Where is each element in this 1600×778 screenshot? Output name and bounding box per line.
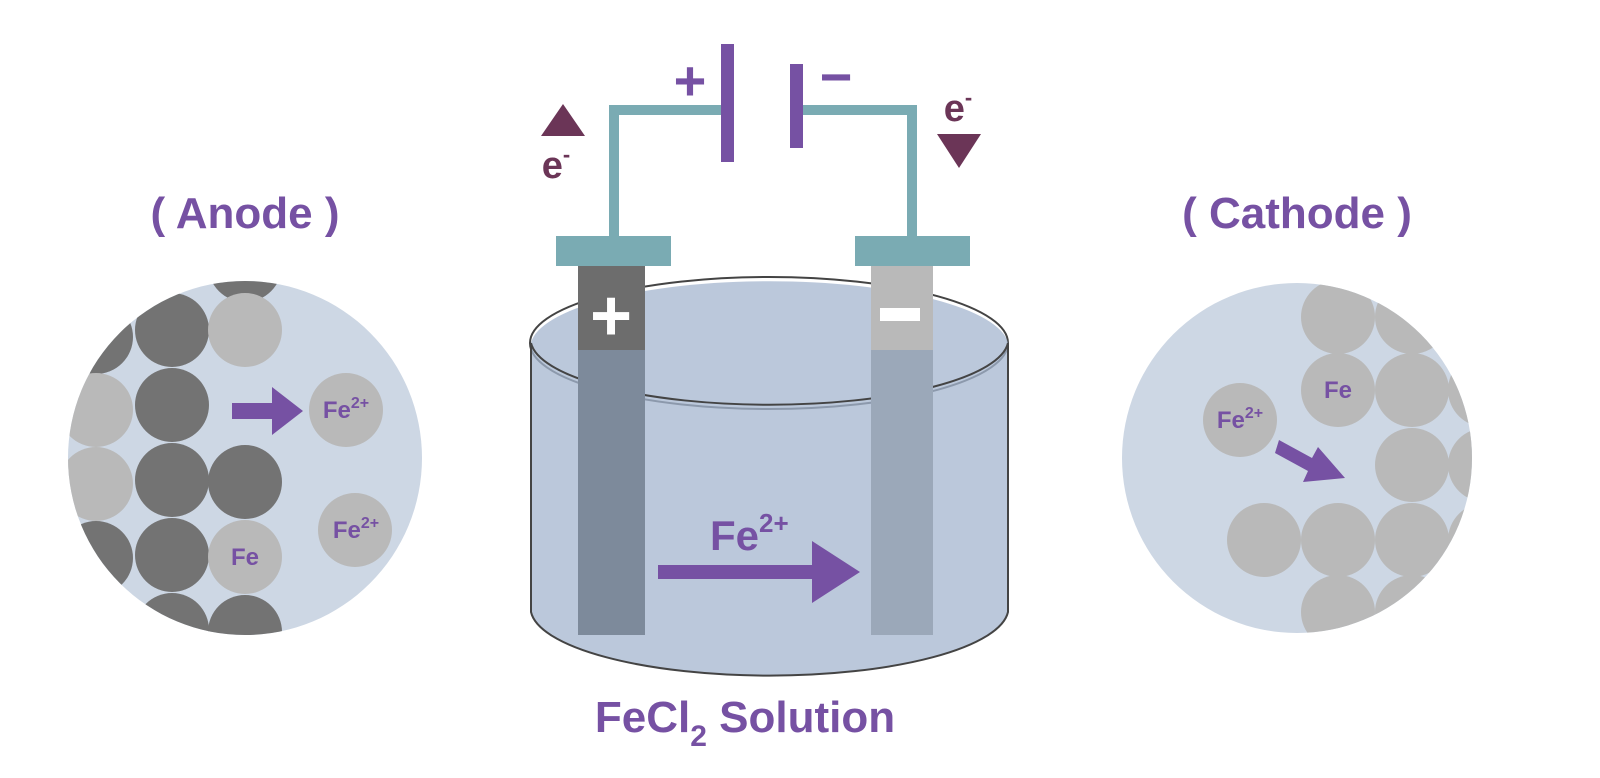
- battery-positive-plate: [721, 44, 734, 162]
- external-circuit-wire: [609, 105, 917, 238]
- cathode-zoom-view: Fe2+ Fe: [1122, 283, 1472, 633]
- cathode-electrode-top: [871, 265, 933, 350]
- cathode-electrode: [871, 350, 933, 635]
- cathode-electrode-sign-bar: [880, 308, 920, 321]
- anode-fe-ion-2-label: Fe2+: [333, 515, 379, 544]
- ion-migration-arrow: [658, 541, 860, 603]
- battery-negative-plate: [790, 64, 803, 148]
- cathode-fe-atom: [1301, 353, 1375, 427]
- anode-zoom-view: Fe2+ Fe2+ Fe: [68, 281, 422, 635]
- solution-ion-label: Fe2+: [710, 508, 789, 559]
- cathode-deposition-arrow: [1275, 440, 1345, 482]
- anode-fe-ion-1: [309, 373, 383, 447]
- cathode-fe-ion-label: Fe2+: [1217, 405, 1263, 434]
- battery-negative-sign: −: [820, 45, 853, 108]
- electron-flow-right: e-: [937, 85, 981, 168]
- electron-right-label: e-: [944, 85, 972, 130]
- anode-electrode-sign: +: [590, 276, 632, 356]
- anode-electrode-top: [578, 265, 645, 350]
- anode-fe-atom: [208, 520, 282, 594]
- cathode-fe-atom-label: Fe: [1324, 377, 1352, 404]
- cathode-terminal: [855, 236, 970, 266]
- anode-metal-lattice: [68, 281, 282, 635]
- cathode-fe-ion: [1203, 383, 1277, 457]
- beaker-body: [530, 343, 1009, 677]
- electron-up-arrow-icon: [541, 104, 585, 136]
- electrolytic-cell: + − Fe2+: [529, 236, 1009, 677]
- anode-fe-atom-label: Fe: [231, 544, 259, 571]
- electron-down-arrow-icon: [937, 134, 981, 168]
- anode-terminal: [556, 236, 671, 266]
- anode-dissolution-arrow: [232, 387, 303, 435]
- solution-label: FeCl2 Solution: [595, 693, 895, 753]
- anode-label: ( Anode ): [151, 189, 340, 238]
- anode-electrode: [578, 350, 645, 635]
- cathode-label: ( Cathode ): [1182, 189, 1412, 238]
- battery: + −: [674, 44, 853, 162]
- electron-flow-left: e-: [541, 104, 585, 187]
- anode-fe-ion-2: [318, 493, 392, 567]
- anode-fe-ion-1-label: Fe2+: [323, 395, 369, 424]
- electron-left-label: e-: [542, 142, 570, 187]
- battery-positive-sign: +: [674, 49, 707, 112]
